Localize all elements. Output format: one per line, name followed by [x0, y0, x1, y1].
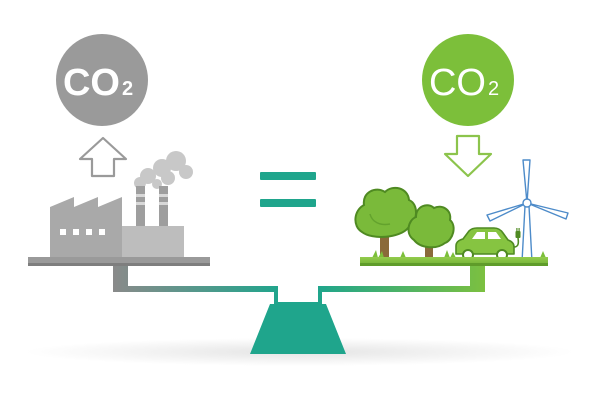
up-arrow-icon: [78, 136, 128, 178]
factory-icon: [50, 151, 193, 258]
tree-icon-large: [354, 186, 417, 260]
balance-beam: [113, 266, 485, 306]
left-pan: [28, 257, 210, 266]
absorption-co2-label: CO: [429, 62, 486, 104]
down-arrow-icon: [443, 134, 493, 178]
electric-car-icon: [455, 227, 521, 261]
grass: [372, 250, 546, 258]
tree-icon-small: [407, 204, 455, 260]
balance-base: [250, 304, 346, 354]
equals-sign: [260, 172, 316, 207]
wind-turbine-icon: [486, 159, 569, 263]
svg-text:CO2: CO2: [429, 62, 499, 104]
balance-scale: [113, 266, 485, 354]
smoke-icon: [134, 151, 193, 189]
emissions-co2-label: CO: [63, 62, 120, 104]
emissions-badge-circle: [56, 34, 148, 126]
svg-text:CO2: CO2: [63, 62, 133, 104]
absorption-badge-circle: [422, 34, 514, 126]
absorption-co2-subscript: 2: [488, 78, 499, 100]
right-pan: [360, 257, 548, 266]
emissions-co2-subscript: 2: [122, 78, 133, 100]
